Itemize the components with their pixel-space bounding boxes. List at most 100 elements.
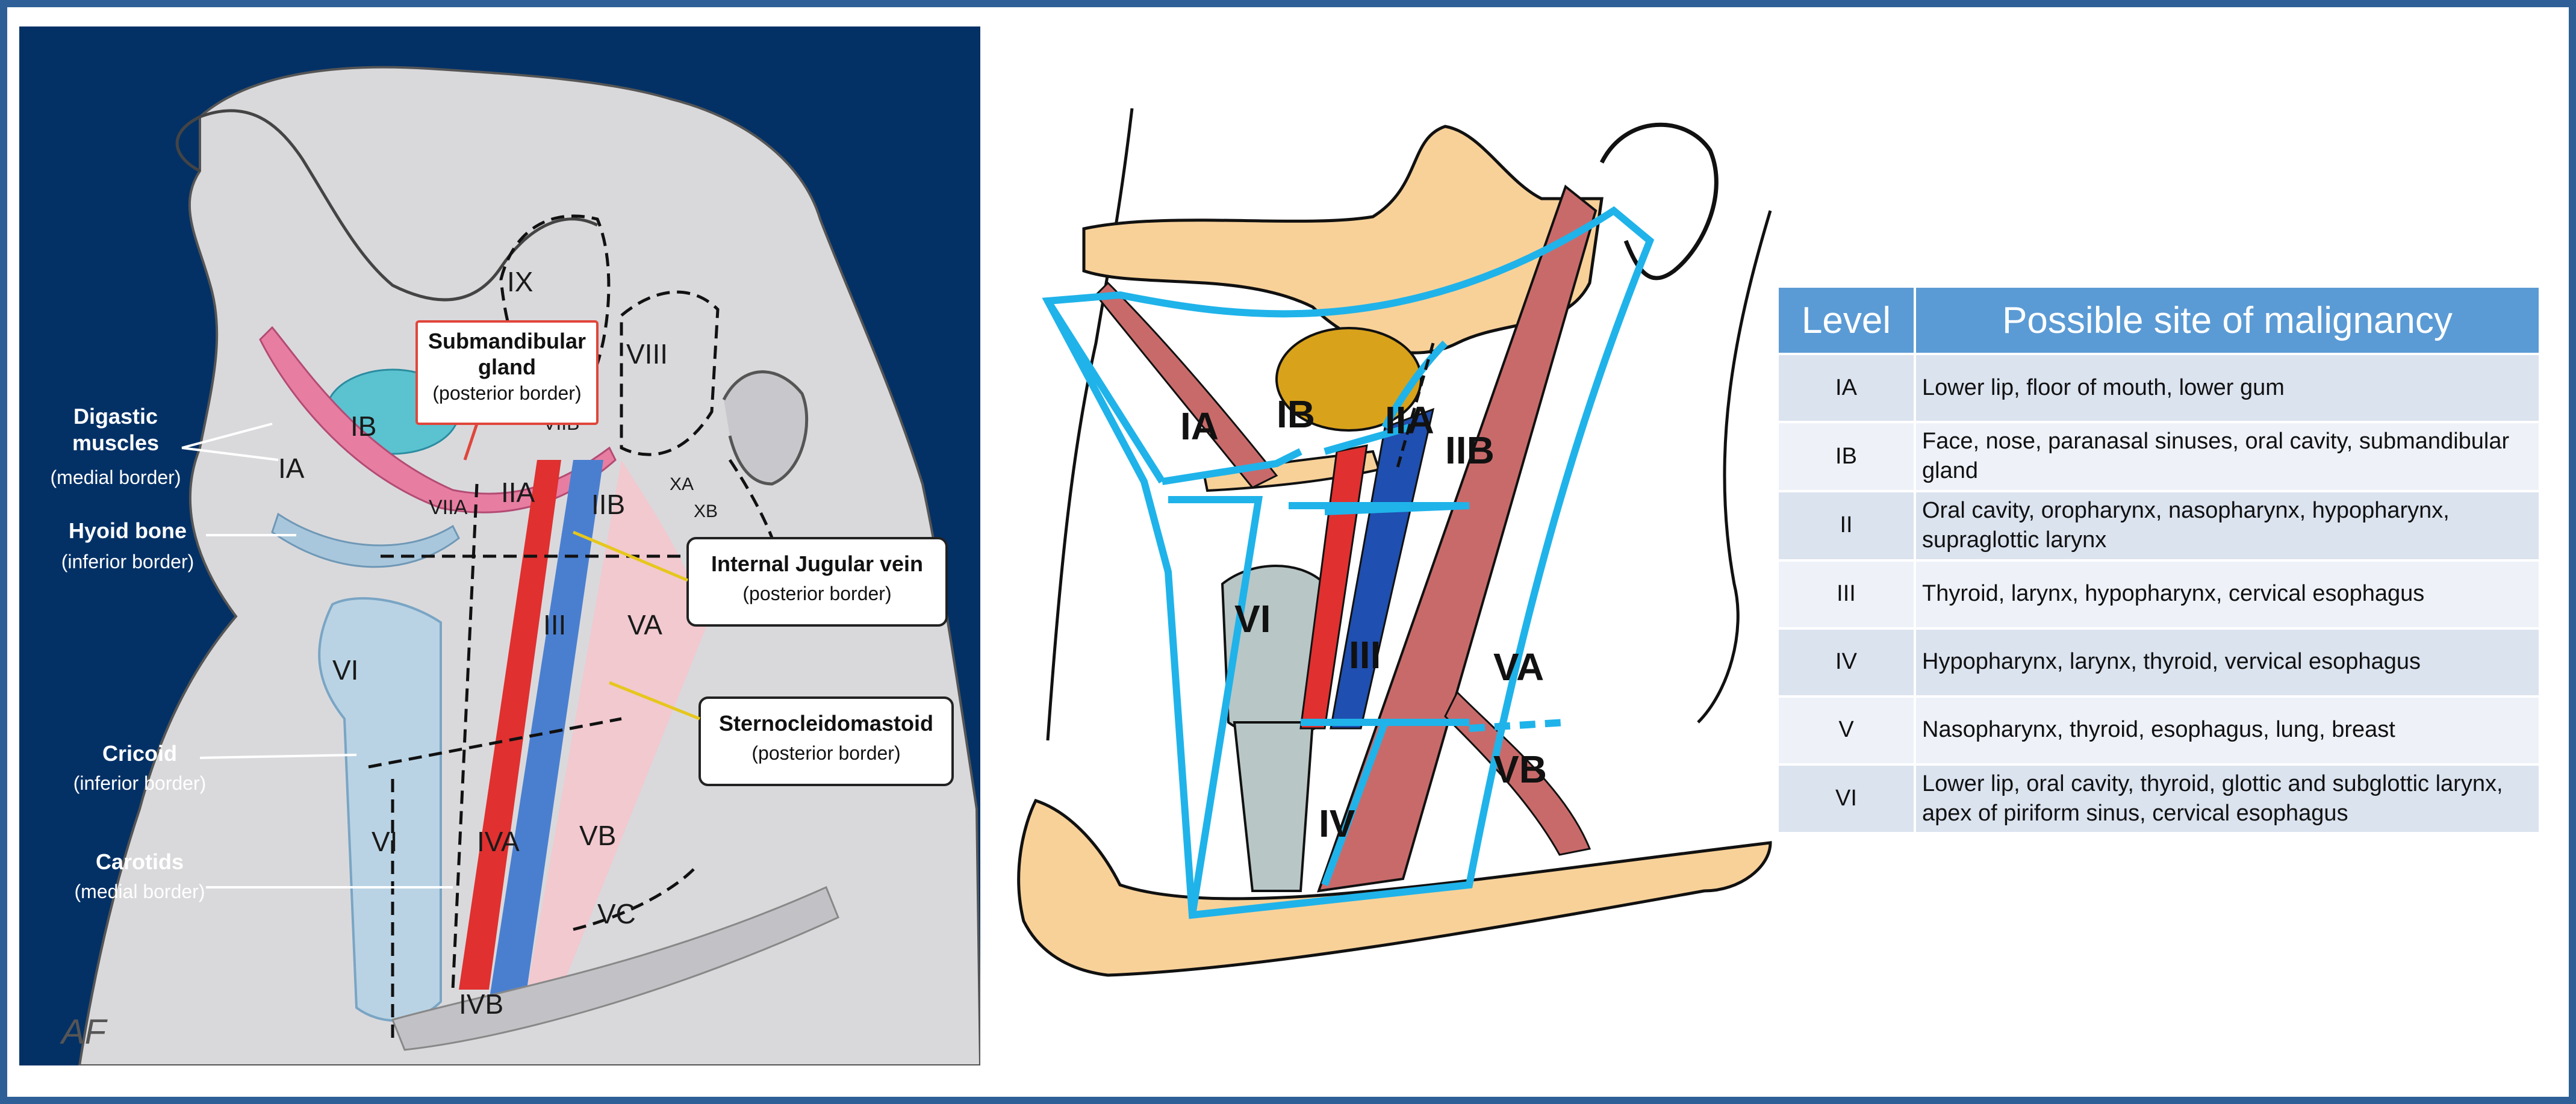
level-label-ix: IX	[507, 266, 533, 297]
ijv-sub: (posterior border)	[742, 583, 891, 604]
schematic-level-iia: IIA	[1385, 398, 1434, 442]
submandibular-sub: (posterior border)	[432, 382, 581, 404]
schematic-scm-muscle	[1317, 184, 1598, 893]
table-row: II Oral cavity, oropharynx, nasopharynx,…	[1776, 489, 2541, 562]
row-level: IV	[1776, 627, 1916, 698]
digastric-sub: (medial border)	[51, 467, 181, 488]
schematic-submandibular-gland	[1275, 327, 1422, 432]
schematic-digastric	[1094, 281, 1278, 489]
schematic-ear	[1599, 122, 1719, 281]
digastric-muscle	[259, 326, 617, 513]
header-level: Level	[1776, 285, 1916, 355]
schematic-head-outline	[1046, 108, 1134, 741]
ear-shape	[722, 370, 809, 486]
level-label-ia: IA	[278, 453, 305, 484]
level-label-iia: IIA	[501, 477, 535, 508]
level-label-xb: XB	[694, 501, 718, 521]
level-label-va: VA	[627, 609, 662, 640]
artist-signature: AF	[60, 1013, 108, 1052]
row-site: Thyroid, larynx, hypopharynx, cervical e…	[1914, 559, 2541, 630]
submandibular-callout: Submandibular gland (posterior border)	[415, 320, 599, 461]
table-row: VI Lower lip, oral cavity, thyroid, glot…	[1776, 763, 2541, 835]
schematic-level-vb: VB	[1493, 748, 1547, 791]
row-level: V	[1776, 695, 1916, 766]
jugular-vein	[489, 460, 603, 1002]
schematic-carotid	[1299, 444, 1368, 730]
sternocleidomastoid-muscle	[525, 460, 706, 1002]
schematic-level-vi: VI	[1234, 597, 1271, 640]
hyoid-label: Hyoid bone (inferior border)	[61, 518, 296, 572]
level-label-iii: III	[543, 609, 566, 640]
level-label-iib: IIB	[591, 489, 625, 520]
digastric-line-2: muscles	[72, 430, 159, 455]
schematic-clavicle	[1017, 798, 1772, 977]
level-label-vc: VC	[597, 898, 636, 929]
schematic-level-va: VA	[1493, 645, 1544, 689]
submandibular-title-2: gland	[478, 355, 536, 379]
ijv-title: Internal Jugular vein	[711, 551, 923, 576]
schematic-iia-iib-divider	[1395, 343, 1435, 470]
table-row: IV Hypopharynx, larynx, thyroid, vervica…	[1776, 627, 2541, 698]
row-site: Hypopharynx, larynx, thyroid, vervical e…	[1914, 627, 2541, 698]
table-row: IB Face, nose, paranasal sinuses, oral c…	[1776, 421, 2541, 492]
schematic-level-iib: IIB	[1445, 429, 1495, 472]
row-site: Oral cavity, oropharynx, nasopharynx, hy…	[1914, 489, 2541, 562]
schematic-level-iii: III	[1349, 633, 1381, 677]
scm-callout: Sternocleidomastoid (posterior border)	[609, 681, 954, 786]
hyoid-bone	[271, 512, 460, 568]
digastric-label: Digastic muscles (medial border)	[51, 404, 279, 488]
row-site: Lower lip, floor of mouth, lower gum	[1914, 353, 2541, 423]
schematic-level-iv: IV	[1319, 802, 1355, 845]
row-level: IA	[1776, 353, 1916, 423]
row-level: III	[1776, 559, 1916, 630]
digastric-line-1: Digastic	[73, 404, 158, 429]
neck-levels-schematic: IA IB IIA IIB VI III VA VB IV	[1017, 108, 1772, 977]
level-label-vi-upper: VI	[332, 654, 358, 686]
mandible	[1082, 125, 1604, 355]
table-row: IA Lower lip, floor of mouth, lower gum	[1776, 353, 2541, 423]
level-label-viia: VIIA	[429, 496, 468, 519]
cricoid-sub: (inferior border)	[73, 772, 207, 794]
schematic-va-vb-divider	[1469, 719, 1566, 732]
level-label-viii: VIII	[626, 338, 668, 370]
schematic-level-ib: IB	[1277, 392, 1315, 436]
scm-title: Sternocleidomastoid	[719, 711, 933, 736]
row-site: Nasopharynx, thyroid, esophagus, lung, b…	[1914, 695, 2541, 766]
schematic-back-outline	[1697, 210, 1772, 724]
schematic-omohyoid	[1444, 690, 1591, 856]
row-level: II	[1776, 489, 1916, 562]
clavicle	[391, 885, 839, 1051]
carotid-artery	[459, 460, 561, 990]
hyoid-title: Hyoid bone	[69, 518, 187, 543]
table-row: III Thyroid, larynx, hypopharynx, cervic…	[1776, 559, 2541, 630]
level-label-ivb: IVB	[459, 988, 503, 1020]
submandibular-title-1: Submandibular	[428, 329, 586, 353]
schematic-trachea	[1233, 721, 1314, 892]
schematic-jugular	[1330, 408, 1435, 730]
cricoid-title: Cricoid	[102, 741, 177, 766]
ijv-callout: Internal Jugular vein (posterior border)	[573, 530, 948, 627]
level-label-iva: IVA	[477, 826, 520, 857]
scm-sub: (posterior border)	[751, 742, 900, 764]
row-level: VI	[1776, 763, 1916, 835]
malignancy-site-table: Level Possible site of malignancy IA Low…	[1776, 285, 2541, 835]
cricoid-label: Cricoid (inferior border)	[73, 741, 357, 794]
row-site: Face, nose, paranasal sinuses, oral cavi…	[1914, 421, 2541, 492]
level-label-vi-lower: VI	[372, 826, 397, 857]
hyoid-sub: (inferior border)	[61, 551, 194, 572]
schematic-level-borders	[1042, 206, 1655, 919]
row-level: IB	[1776, 421, 1916, 492]
header-site: Possible site of malignancy	[1914, 285, 2541, 355]
level-label-vb: VB	[579, 820, 616, 851]
row-site: Lower lip, oral cavity, thyroid, glottic…	[1914, 763, 2541, 835]
neck-levels-illustration: IX VIII IB VIIB IA VIIA IIA IIB XA XB II…	[19, 26, 980, 1065]
level-label-xa: XA	[670, 474, 694, 494]
level-label-ib: IB	[350, 411, 376, 442]
schematic-level-ia: IA	[1180, 405, 1219, 448]
carotids-sub: (medial border)	[75, 881, 205, 902]
table-row: V Nasopharynx, thyroid, esophagus, lung,…	[1776, 695, 2541, 766]
table-header-row: Level Possible site of malignancy	[1776, 285, 2541, 355]
level-boundaries	[368, 214, 780, 1038]
carotids-label: Carotids (medial border)	[75, 849, 453, 902]
